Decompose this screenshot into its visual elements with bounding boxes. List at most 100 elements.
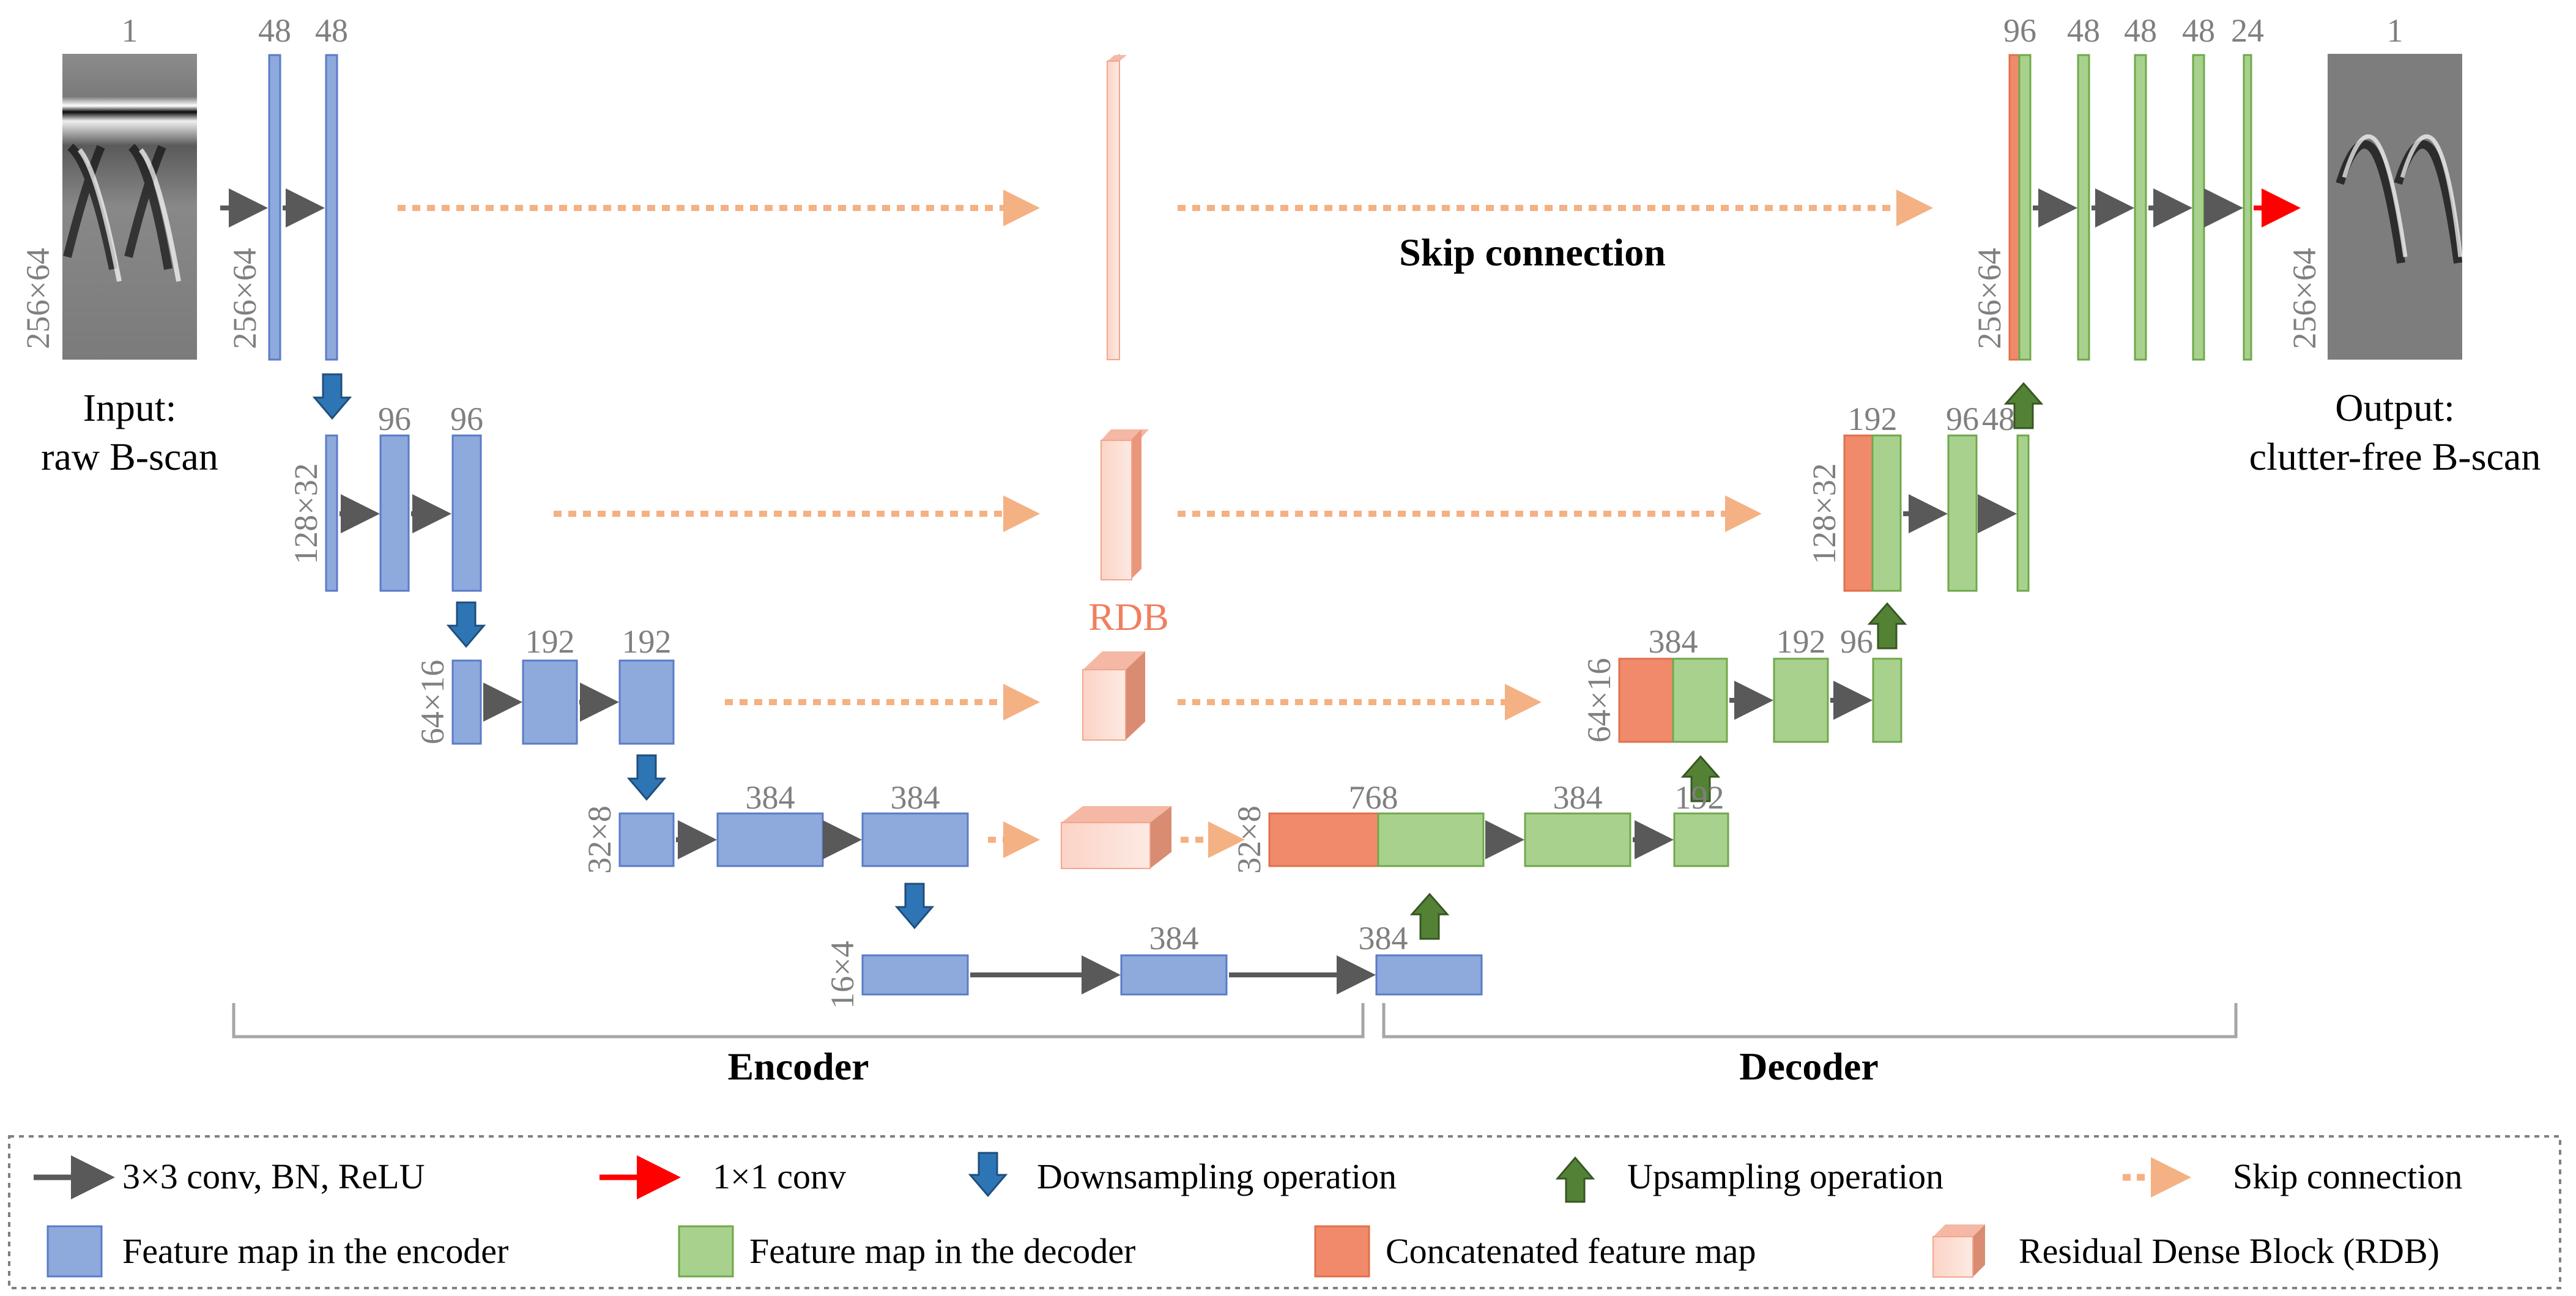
channel-label: 384 — [1359, 920, 1408, 957]
channel-label: 48 — [2067, 12, 2100, 49]
size-label: 32×8 — [1231, 805, 1268, 873]
legend-decoder-box — [678, 1225, 734, 1278]
up-arrow-icon — [1409, 892, 1450, 940]
down-arrow-icon — [446, 601, 486, 648]
input-channel-label: 1 — [122, 12, 138, 49]
channel-label: 384 — [891, 779, 940, 816]
legend-label-up: Upsampling operation — [1627, 1157, 1943, 1196]
input-caption-1: Input: — [83, 386, 177, 429]
enc-fmap-1a — [268, 54, 281, 361]
dec-fmap-1e — [2243, 54, 2252, 361]
dec-fmap-2a — [1871, 434, 1902, 592]
up-arrow-icon — [1680, 755, 1721, 802]
channel-label: 48 — [315, 12, 348, 49]
channel-label: 192 — [1675, 779, 1724, 816]
enc-fmap-4b — [861, 812, 969, 867]
dec-fmap-2b — [1947, 434, 1978, 592]
decoder-label: Decoder — [1739, 1045, 1878, 1088]
dec-fmap-1b — [2077, 54, 2090, 361]
legend-up-arrow-icon — [1555, 1156, 1595, 1203]
enc-fmap-2b — [451, 434, 482, 592]
channel-label: 384 — [1149, 920, 1199, 957]
legend-label-conv: 3×3 conv, BN, ReLU — [122, 1157, 425, 1196]
channel-label: 96 — [378, 401, 411, 437]
skip-connection-label: Skip connection — [1399, 231, 1666, 274]
output-caption-1: Output: — [2335, 386, 2455, 429]
down-arrow-icon — [626, 754, 667, 801]
size-label: 64×16 — [1581, 658, 1617, 742]
decoder-feature-maps — [1268, 54, 2252, 867]
dec-fmap-3b — [1773, 657, 1829, 743]
channel-labels: 1 48 48 96 96 192 192 384 384 384 384 76… — [122, 12, 2403, 957]
concat-fmap-4 — [1268, 812, 1379, 867]
legend — [8, 1135, 2561, 1289]
size-label: 128×32 — [288, 463, 324, 564]
channel-label: 192 — [1776, 623, 1826, 660]
channel-label: 48 — [2182, 12, 2215, 49]
dec-fmap-1d — [2192, 54, 2205, 361]
channel-label: 96 — [1840, 623, 1873, 660]
dec-fmap-3a — [1672, 657, 1728, 743]
channel-label: 48 — [258, 12, 291, 49]
concat-fmap-3 — [1618, 657, 1674, 743]
rdb-block-3 — [1082, 651, 1145, 741]
input-bscan-image — [62, 54, 197, 360]
size-labels: 256×64 256×64 128×32 64×16 32×8 16×4 32×… — [20, 248, 2323, 1009]
downsampling-arrows — [312, 373, 935, 930]
bottleneck-fmap-in — [861, 954, 969, 996]
channel-label: 192 — [1848, 401, 1898, 437]
rdb-block-1 — [1107, 54, 1127, 360]
legend-label-1x1: 1×1 conv — [713, 1157, 846, 1196]
encoder-feature-maps — [268, 54, 1483, 996]
legend-label-encoder: Feature map in the encoder — [122, 1231, 508, 1271]
legend-rdb-box — [1932, 1224, 1985, 1278]
down-arrow-icon — [312, 373, 352, 420]
up-arrow-icon — [2003, 382, 2044, 429]
up-arrow-icon — [1867, 602, 1907, 650]
dec-fmap-2c — [2016, 434, 2030, 592]
channel-label: 384 — [746, 779, 795, 816]
legend-labels: 3×3 conv, BN, ReLU 1×1 conv Downsampling… — [122, 1157, 2462, 1271]
size-label: 128×32 — [1806, 463, 1843, 564]
input-caption-2: raw B-scan — [41, 435, 218, 478]
legend-label-concat: Concatenated feature map — [1386, 1231, 1756, 1271]
channel-label: 768 — [1349, 779, 1398, 816]
bottleneck-fmap-out — [1375, 954, 1483, 996]
size-label: 256×64 — [2286, 248, 2323, 349]
encoder-label: Encoder — [727, 1045, 869, 1088]
channel-label: 24 — [2231, 12, 2264, 49]
enc-fmap-3b — [618, 659, 675, 745]
concat-fmap-2 — [1843, 434, 1874, 592]
rdb-label: RDB — [1088, 595, 1169, 639]
channel-label: 48 — [1982, 401, 2015, 437]
encoder-bracket — [232, 1003, 1365, 1039]
output-bscan-image — [2328, 54, 2463, 360]
enc-fmap-4-in — [618, 812, 675, 867]
channel-label: 384 — [1649, 623, 1698, 660]
dec-fmap-1c — [2134, 54, 2147, 361]
legend-encoder-box — [46, 1225, 103, 1278]
dec-fmap-4b — [1524, 812, 1631, 867]
dec-fmap-1a — [2018, 54, 2032, 361]
enc-fmap-1b — [325, 54, 338, 361]
enc-fmap-2-in — [325, 434, 338, 592]
concat-fmap-1 — [2008, 54, 2021, 361]
channel-label: 192 — [622, 623, 672, 660]
rdb-blocks — [1061, 54, 1171, 869]
legend-frame — [8, 1135, 2561, 1289]
dec-fmap-4c — [1673, 812, 1729, 867]
legend-label-down: Downsampling operation — [1037, 1157, 1397, 1196]
channel-label: 96 — [450, 401, 483, 437]
dec-fmap-4a — [1377, 812, 1485, 867]
dec-fmap-3c — [1872, 657, 1902, 743]
size-label: 256×64 — [226, 248, 263, 349]
legend-label-rdb: Residual Dense Block (RDB) — [2019, 1231, 2440, 1271]
output-channel-label: 1 — [2387, 12, 2403, 49]
skip-arrows — [398, 190, 1933, 858]
channel-label: 96 — [1946, 401, 1979, 437]
rdb-block-2 — [1101, 429, 1149, 580]
enc-fmap-2a — [379, 434, 410, 592]
size-label: 32×8 — [581, 805, 618, 873]
channel-label: 192 — [525, 623, 575, 660]
